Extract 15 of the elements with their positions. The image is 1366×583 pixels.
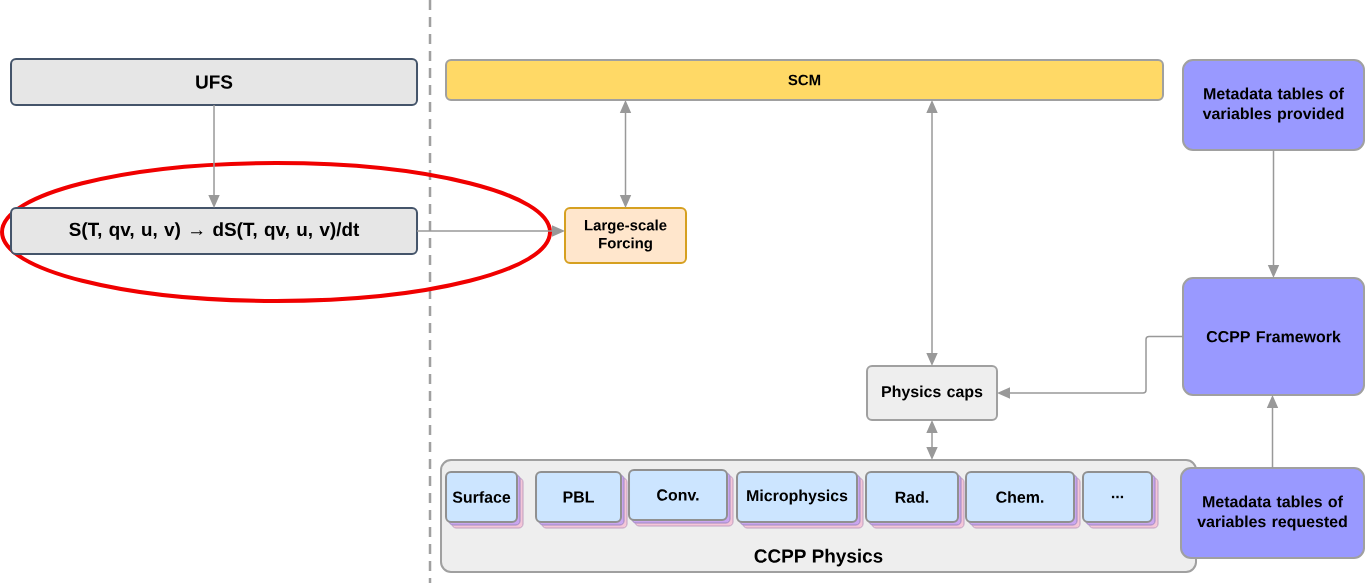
process-bar: SCM: [445, 59, 1164, 101]
metadata-box: Metadata tables of variables provided: [1182, 59, 1365, 151]
module-box: PBL: [535, 471, 628, 529]
framework-box: CCPP Framework: [1182, 277, 1365, 396]
module-box: Microphysics: [736, 471, 864, 529]
process-box: Physics caps: [866, 365, 998, 421]
metadata-box: Metadata tables of variables requested: [1180, 467, 1365, 559]
module-box: Chem.: [965, 471, 1081, 529]
module-box: Conv.: [628, 469, 734, 527]
process-box: Large-scale Forcing: [564, 207, 687, 264]
equation-box: S(T, qv, u, v) → dS(T, qv, u, v)/dt: [10, 207, 418, 255]
module-box: ...: [1082, 471, 1159, 529]
module-box: Surface: [445, 471, 524, 529]
system-box: UFS: [10, 58, 418, 106]
module-box: Rad.: [865, 471, 965, 529]
